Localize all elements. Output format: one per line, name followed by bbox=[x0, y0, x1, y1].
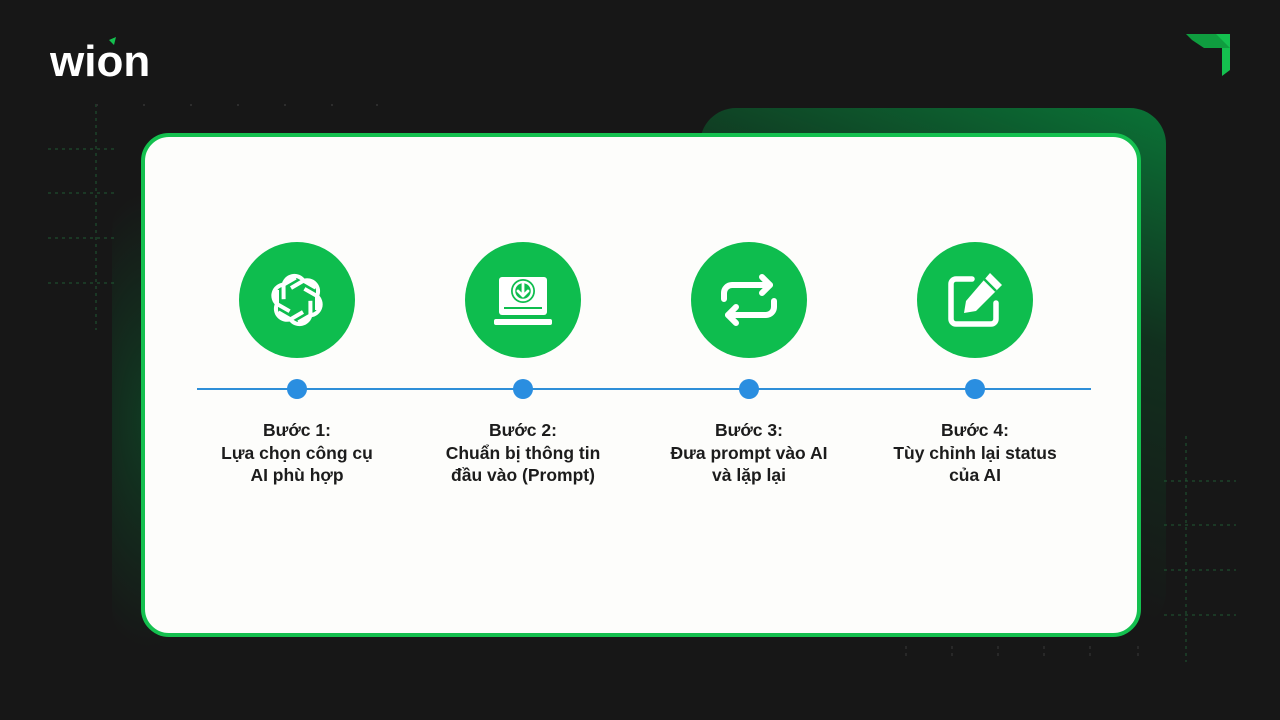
step-1-label: Bước 1: Lựa chọn công cụ AI phù hợp bbox=[187, 419, 407, 487]
step-2-title: Bước 2: bbox=[489, 420, 557, 440]
wion-logo: wion bbox=[50, 37, 150, 82]
step-3-line-1: Đưa prompt vào AI bbox=[670, 442, 828, 463]
step-1-icon-circle bbox=[239, 242, 355, 358]
step-4-marker bbox=[965, 379, 985, 399]
edit-icon bbox=[948, 273, 1002, 327]
step-3-marker bbox=[739, 379, 759, 399]
openai-icon bbox=[271, 273, 323, 327]
step-1-title: Bước 1: bbox=[263, 420, 331, 440]
svg-text:wion: wion bbox=[50, 37, 150, 82]
step-4-line-1: Tùy chỉnh lại status bbox=[893, 442, 1057, 463]
step-2-line-1: Chuẩn bị thông tin bbox=[445, 442, 601, 463]
step-4-icon-circle bbox=[917, 242, 1033, 358]
step-4-label: Bước 4: Tùy chỉnh lại status của AI bbox=[865, 419, 1085, 487]
step-3-icon-circle bbox=[691, 242, 807, 358]
step-4-title: Bước 4: bbox=[941, 420, 1009, 440]
process-card: Bước 1: Lựa chọn công cụ AI phù hợp Bước bbox=[141, 133, 1141, 637]
step-2-line-2: đầu vào (Prompt) bbox=[451, 465, 595, 485]
timeline-line bbox=[197, 388, 1091, 390]
laptop-download-icon bbox=[494, 277, 552, 325]
step-2-icon-circle bbox=[465, 242, 581, 358]
repeat-icon bbox=[721, 274, 777, 326]
green-arrow-mark-icon bbox=[1186, 34, 1230, 76]
step-1-line-2: AI phù hợp bbox=[250, 465, 344, 485]
step-3-label: Bước 3: Đưa prompt vào AI và lặp lại bbox=[639, 419, 859, 487]
step-3-line-2: và lặp lại bbox=[712, 465, 786, 485]
step-2-marker bbox=[513, 379, 533, 399]
step-4-line-2: của AI bbox=[949, 465, 1001, 485]
step-2-label: Bước 2: Chuẩn bị thông tin đầu vào (Prom… bbox=[413, 419, 633, 487]
step-3-title: Bước 3: bbox=[715, 420, 783, 440]
step-1-marker bbox=[287, 379, 307, 399]
step-1-line-1: Lựa chọn công cụ bbox=[221, 442, 373, 463]
